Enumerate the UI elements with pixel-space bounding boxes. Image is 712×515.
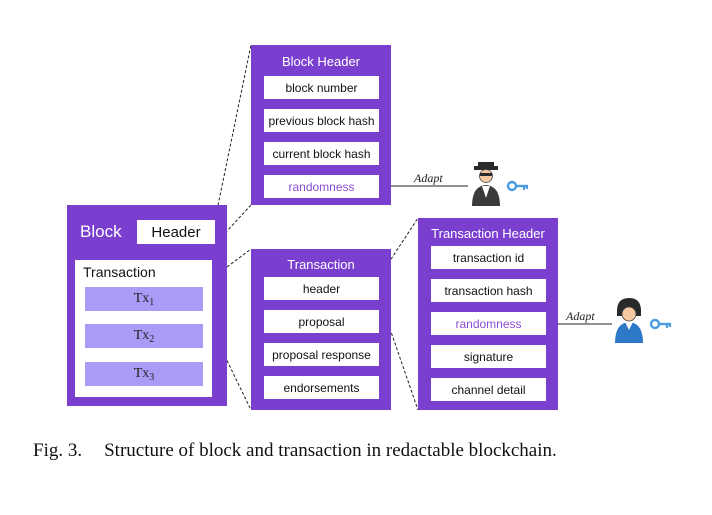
block-header-title: Block Header [281, 54, 361, 69]
block-header-panel: Block Header block number previous block… [251, 45, 391, 205]
zoom-line-header-bottom [214, 204, 252, 245]
block-header-field: Header [137, 220, 215, 244]
transaction-field-header: header [264, 277, 379, 300]
tx-item-1-base: Tx [133, 291, 150, 306]
adapt-label-top: Adapt [414, 171, 443, 185]
caption-label: Fig. 3. [33, 440, 83, 461]
tx-item-3-sub: 3 [149, 371, 155, 383]
transaction-header-title: Transaction Header [431, 226, 545, 241]
transaction-header-field-randomness: randomness [431, 312, 546, 335]
key-icon-bottom [649, 318, 672, 330]
transaction-header-field-channel-detail: channel detail [431, 378, 546, 401]
block-title: Block [80, 222, 122, 241]
tx-item-2-sub: 2 [149, 333, 155, 345]
zoom-line-header-top [214, 44, 252, 221]
block-header-field-randomness: randomness [264, 175, 379, 198]
transaction-header-field-signature: signature [431, 345, 546, 368]
transaction-header-field-id: transaction id [431, 246, 546, 269]
user-icon [615, 298, 643, 343]
transaction-title: Transaction [287, 257, 355, 272]
transaction-field-endorsements: endorsements [264, 376, 379, 399]
tx-item-1-sub: 1 [149, 296, 155, 308]
zoom-line-tx-bottom [202, 310, 252, 411]
zoom-line-txheader-bottom [379, 299, 419, 411]
block-transaction-label: Transaction [83, 264, 156, 280]
block-header-field-block-number: block number [264, 76, 379, 99]
tx-item-3-base: Tx [133, 366, 150, 381]
key-icon-top [506, 180, 529, 192]
transaction-field-proposal: proposal [264, 310, 379, 333]
hat-person-icon [472, 162, 500, 206]
transaction-header-field-hash: transaction hash [431, 279, 546, 302]
tx-item-2-base: Tx [133, 328, 150, 343]
figure-caption: Fig. 3. Structure of block and transactio… [33, 440, 557, 462]
adapt-label-bottom: Adapt [566, 309, 595, 323]
transaction-panel: Transaction header proposal proposal res… [251, 249, 391, 410]
block-header-field-current-hash: current block hash [264, 142, 379, 165]
block-header-field-previous-hash: previous block hash [264, 109, 379, 132]
caption-text: Structure of block and transaction in re… [104, 440, 557, 461]
transaction-header-panel: Transaction Header transaction id transa… [418, 218, 558, 410]
transaction-field-proposal-response: proposal response [264, 343, 379, 366]
